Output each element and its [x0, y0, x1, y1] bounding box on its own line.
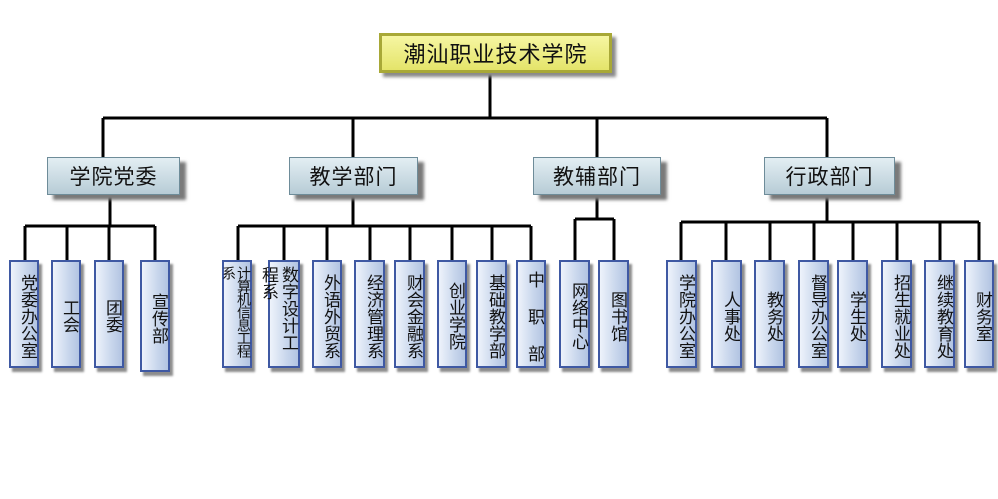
leaf-digital-design-dept: 数字设计工程系	[258, 260, 300, 368]
leaf-entrepreneurship-college: 创业学院	[437, 260, 467, 368]
leaf-vocational-dept: 中 职 部	[516, 260, 546, 368]
leaf-basic-teaching-dept: 基础教学部	[476, 260, 507, 368]
leaf-finance-dept: 财会金融系	[394, 260, 425, 368]
leaf-admissions-employment: 招生就业处	[881, 260, 912, 368]
leaf-college-office: 学院办公室	[666, 260, 697, 368]
leaf-continuing-education: 继续教育处	[924, 260, 955, 368]
category-administration: 行政部门	[764, 157, 895, 195]
root-node: 潮汕职业技术学院	[379, 33, 612, 73]
leaf-student-affairs: 学生处	[837, 260, 868, 368]
leaf-academic-affairs: 教务处	[754, 260, 785, 368]
leaf-personnel-office: 人事处	[711, 260, 742, 368]
leaf-foreign-trade-dept: 外语外贸系	[312, 260, 342, 368]
category-party-committee: 学院党委	[47, 157, 180, 195]
category-teaching: 教学部门	[289, 157, 418, 195]
leaf-network-center: 网络中心	[559, 260, 590, 368]
leaf-youth-league: 团委	[94, 260, 124, 368]
leaf-computer-dept: 计算机信息工程系	[220, 260, 252, 368]
leaf-party-office: 党委办公室	[9, 260, 39, 368]
category-teaching-support: 教辅部门	[533, 157, 661, 195]
leaf-supervision-office: 督导办公室	[798, 260, 829, 368]
leaf-finance-office: 财务室	[964, 260, 994, 368]
leaf-publicity-dept: 宣传部	[140, 260, 170, 372]
leaf-library: 图书馆	[598, 260, 629, 368]
leaf-labor-union: 工会	[51, 260, 81, 368]
leaf-economic-mgmt-dept: 经济管理系	[354, 260, 385, 368]
